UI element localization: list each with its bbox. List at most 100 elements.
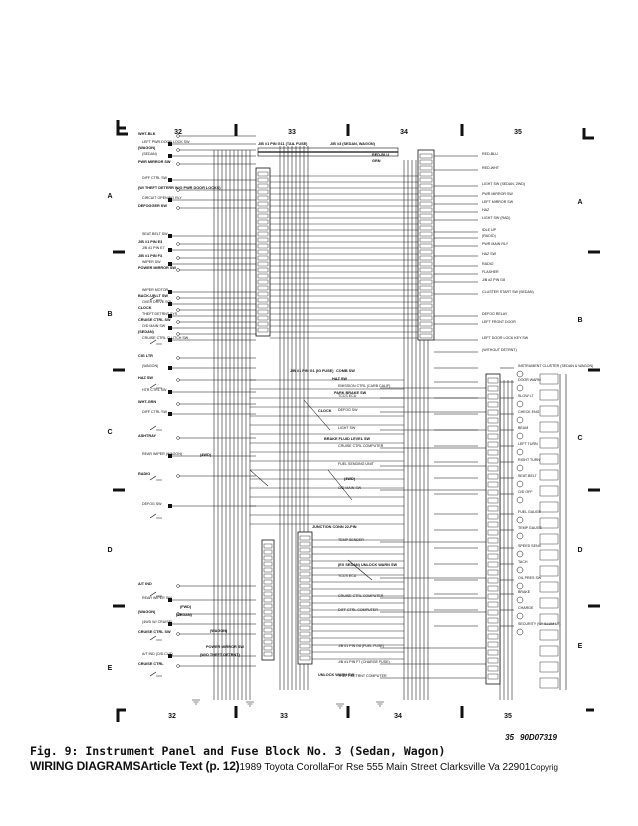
- connector-pin: [419, 165, 433, 171]
- component-label: LEFT MIRROR SW: [482, 200, 514, 204]
- connector-pin: [419, 207, 433, 213]
- connector-pin: [299, 637, 311, 643]
- connector-pin: [257, 291, 269, 297]
- connector-pin: [419, 195, 433, 201]
- zone-divider-bottom: [460, 706, 464, 718]
- connector-pin: [419, 315, 433, 321]
- connector-pin: [257, 225, 269, 231]
- component-label: SECURITY (W/ ILLUM LT): [518, 622, 560, 626]
- connector-pin: [257, 183, 269, 189]
- connector-pin: [487, 577, 499, 584]
- terminal: [176, 320, 180, 324]
- component-label: INSTRUMENT CLUSTER (SEDAN & WAGON): [518, 364, 593, 368]
- connector-pin: [487, 513, 499, 520]
- connector-pin: [263, 579, 273, 585]
- connector-pin: [419, 321, 433, 327]
- ground-point: [168, 326, 172, 330]
- terminal: [176, 206, 180, 210]
- component-label: DEFOG SW: [338, 408, 358, 412]
- connector-pin: [487, 561, 499, 568]
- row-letter-left: A: [107, 193, 112, 200]
- component-label: HAZ: [482, 208, 490, 212]
- component-label: UNLOCK WARN SW: [318, 673, 354, 677]
- cluster-component: [539, 661, 559, 673]
- row-divider-right: [588, 368, 600, 372]
- cluster-component: [539, 485, 559, 497]
- connector-pin: [487, 409, 499, 416]
- component-label: RADIO: [482, 262, 494, 266]
- connector-pin: [257, 297, 269, 303]
- connector-pin: [299, 535, 311, 541]
- connector-pin: [419, 333, 433, 339]
- zone-number-bottom: 33: [280, 713, 288, 720]
- wire-color-label: DIFF CTRL SW: [142, 176, 168, 180]
- connector-pin: [487, 537, 499, 544]
- connector-pin: [299, 541, 311, 547]
- connector-pin: [263, 555, 273, 561]
- connector-pin: [419, 285, 433, 291]
- terminal: [176, 188, 180, 192]
- row-divider-left: [113, 368, 125, 372]
- connector-pin: [419, 177, 433, 183]
- zone-divider-bottom: [234, 706, 238, 718]
- indicator-lamp: [516, 400, 524, 408]
- connector-pin: [263, 549, 273, 555]
- connector-pin: [419, 297, 433, 303]
- instrument-cluster-connector: [485, 373, 501, 685]
- connector-pin: [263, 597, 273, 603]
- component-label: J/B #1 PIN G8 (FUEL FUSE): [338, 644, 384, 648]
- ground-point: [168, 142, 172, 146]
- ground-point: [168, 178, 172, 182]
- connector-pin: [419, 219, 433, 225]
- component-label: PWR MIRROR SW: [482, 192, 513, 196]
- wire-color-label: (4WD W/ CRUISE): [142, 620, 172, 624]
- connector-pin: [419, 189, 433, 195]
- terminal: [176, 378, 180, 382]
- component-label: TCCS ECU: [338, 574, 357, 578]
- wire-color-label: J/B #1 PIN E7: [142, 246, 165, 250]
- component-label: (SEDAN): [176, 613, 193, 617]
- connector-pin: [487, 497, 499, 504]
- component-label: DOOR WARN: [518, 378, 541, 382]
- connector-pin: [419, 171, 433, 177]
- indicator-lamp: [516, 496, 524, 504]
- component-label: DEFOGGER SW: [138, 204, 167, 208]
- connector-pin: [299, 547, 311, 553]
- connector-pin: [257, 189, 269, 195]
- component-label: TEMP GAUGE: [518, 526, 542, 530]
- frame-corner-top-right: [582, 128, 594, 140]
- wire-color-label: REAR WIPER SW: [142, 596, 172, 600]
- component-label: BRAKE FLUID LEVEL SW: [324, 437, 371, 441]
- connector-pin: [487, 449, 499, 456]
- component-label: (W/ THEFT DETERR W/O PWR DOOR LOCKS): [138, 186, 221, 190]
- connector-pin: [487, 385, 499, 392]
- connector-pin: [487, 393, 499, 400]
- ground-point: [168, 154, 172, 158]
- connector-pin: [263, 591, 273, 597]
- connector-pin: [419, 225, 433, 231]
- connector-pin: [263, 645, 273, 651]
- cluster-component: [539, 517, 559, 529]
- row-divider-left: [113, 250, 125, 254]
- ground-point: [168, 504, 172, 508]
- ground-symbol: [246, 701, 254, 707]
- component-label: (WAGON): [210, 629, 228, 633]
- cluster-component: [539, 613, 559, 625]
- connector-pin: [487, 457, 499, 464]
- ground-symbol: [336, 703, 344, 709]
- connector-pin: [299, 601, 311, 607]
- row-letter-left: E: [108, 665, 113, 672]
- connector-pin: [419, 255, 433, 261]
- component-label: (4WD): [200, 453, 212, 457]
- ground-symbol: [192, 699, 200, 705]
- component-label: (WAGON): [138, 610, 156, 614]
- indicator-lamp: [516, 384, 524, 392]
- component-label: (FWD): [180, 605, 192, 609]
- wire-color-label: OVER DRIVE SOL: [142, 300, 172, 304]
- component-label: A/T IND: [138, 582, 152, 586]
- component-label: (EX SEDAN) UNLOCK WARN SW: [338, 563, 397, 567]
- connector-pin: [257, 267, 269, 273]
- terminal: [176, 356, 180, 360]
- zone-number-top: 34: [400, 129, 408, 136]
